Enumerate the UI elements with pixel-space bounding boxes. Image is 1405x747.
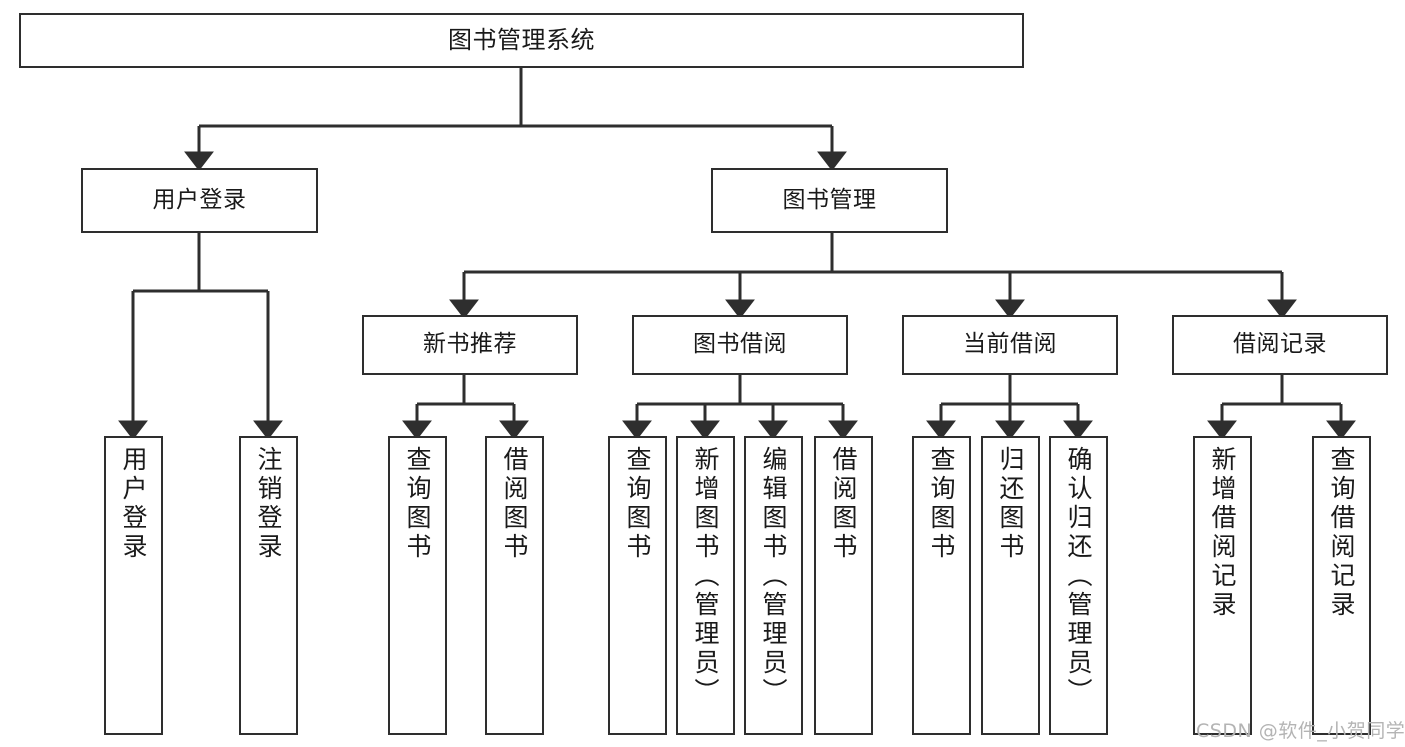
edge-newbook-to-leaves — [402, 375, 529, 440]
node-leaf-borrow-book-1[interactable]: 借阅图书 — [485, 436, 544, 735]
node-book-manage-label: 图书管理 — [782, 186, 877, 213]
node-leaf-borrow-book-1-label: 借阅图书 — [500, 446, 529, 562]
edge-root-to-level2 — [184, 68, 847, 171]
node-user-login-label: 用户登录 — [152, 186, 247, 213]
node-leaf-query-record-label: 查询借阅记录 — [1327, 446, 1356, 620]
node-current-borrow[interactable]: 当前借阅 — [902, 315, 1118, 375]
edge-bookborrow-to-leaves — [622, 375, 858, 440]
node-current-borrow-label: 当前借阅 — [963, 331, 1057, 358]
node-leaf-query-book-2[interactable]: 查询图书 — [608, 436, 667, 735]
node-leaf-add-book[interactable]: 新增图书（管理员） — [676, 436, 735, 735]
node-leaf-query-book-2-label: 查询图书 — [623, 446, 652, 562]
node-user-login[interactable]: 用户登录 — [81, 168, 318, 233]
node-leaf-add-book-label: 新增图书（管理员） — [691, 446, 720, 707]
node-new-book-recommend[interactable]: 新书推荐 — [362, 315, 578, 375]
node-leaf-logout[interactable]: 注销登录 — [239, 436, 298, 735]
node-book-borrow-label: 图书借阅 — [693, 331, 787, 358]
node-leaf-query-book-3[interactable]: 查询图书 — [912, 436, 971, 735]
node-borrow-record[interactable]: 借阅记录 — [1172, 315, 1388, 375]
node-leaf-user-login-label: 用户登录 — [119, 446, 148, 562]
node-leaf-borrow-book-2-label: 借阅图书 — [829, 446, 858, 562]
node-leaf-edit-book[interactable]: 编辑图书（管理员） — [744, 436, 803, 735]
node-book-borrow[interactable]: 图书借阅 — [632, 315, 848, 375]
edge-userlogin-to-leaves — [118, 233, 283, 440]
edge-bookmanage-to-level3 — [449, 233, 1297, 319]
node-leaf-confirm-return[interactable]: 确认归还（管理员） — [1049, 436, 1108, 735]
node-leaf-query-record[interactable]: 查询借阅记录 — [1312, 436, 1371, 735]
node-borrow-record-label: 借阅记录 — [1233, 331, 1327, 358]
node-leaf-borrow-book-2[interactable]: 借阅图书 — [814, 436, 873, 735]
node-leaf-query-book-1[interactable]: 查询图书 — [388, 436, 447, 735]
edge-currentborrow-to-leaves — [926, 375, 1093, 440]
node-leaf-logout-label: 注销登录 — [254, 446, 283, 562]
node-leaf-return-book-label: 归还图书 — [996, 446, 1025, 562]
node-leaf-query-book-1-label: 查询图书 — [403, 446, 432, 562]
node-leaf-add-record[interactable]: 新增借阅记录 — [1193, 436, 1252, 735]
edge-borrowrecord-to-leaves — [1207, 375, 1356, 440]
node-new-book-recommend-label: 新书推荐 — [423, 331, 517, 358]
node-root[interactable]: 图书管理系统 — [19, 13, 1024, 68]
node-leaf-return-book[interactable]: 归还图书 — [981, 436, 1040, 735]
node-leaf-query-book-3-label: 查询图书 — [927, 446, 956, 562]
node-book-manage[interactable]: 图书管理 — [711, 168, 948, 233]
node-root-label: 图书管理系统 — [448, 26, 595, 55]
node-leaf-confirm-return-label: 确认归还（管理员） — [1064, 446, 1093, 707]
node-leaf-add-record-label: 新增借阅记录 — [1208, 446, 1237, 620]
node-leaf-user-login[interactable]: 用户登录 — [104, 436, 163, 735]
node-leaf-edit-book-label: 编辑图书（管理员） — [759, 446, 788, 707]
